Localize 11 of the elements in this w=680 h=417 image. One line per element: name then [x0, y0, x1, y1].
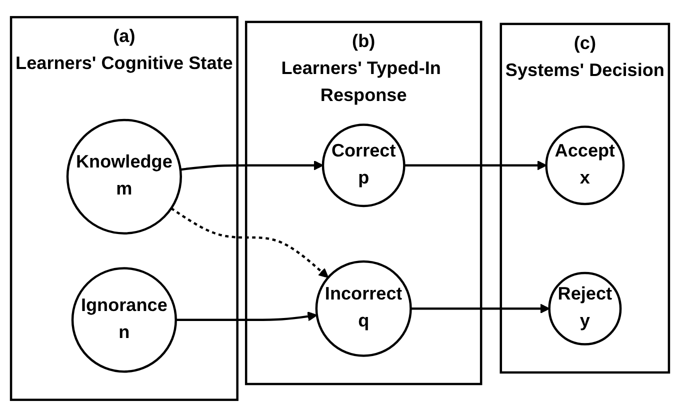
node-circle: Reject y: [548, 272, 622, 346]
node-circle: Ignorance n: [71, 267, 177, 373]
node-circle: Correct p: [322, 124, 406, 208]
arrow: [410, 304, 550, 314]
arrow: [170, 207, 329, 278]
arrow: [176, 311, 318, 322]
node-circle: Incorrect q: [315, 260, 412, 357]
node-circle: Knowledge m: [66, 118, 182, 234]
arrow: [180, 160, 324, 171]
node-circle: Accept x: [545, 126, 625, 206]
arrow: [404, 160, 547, 170]
